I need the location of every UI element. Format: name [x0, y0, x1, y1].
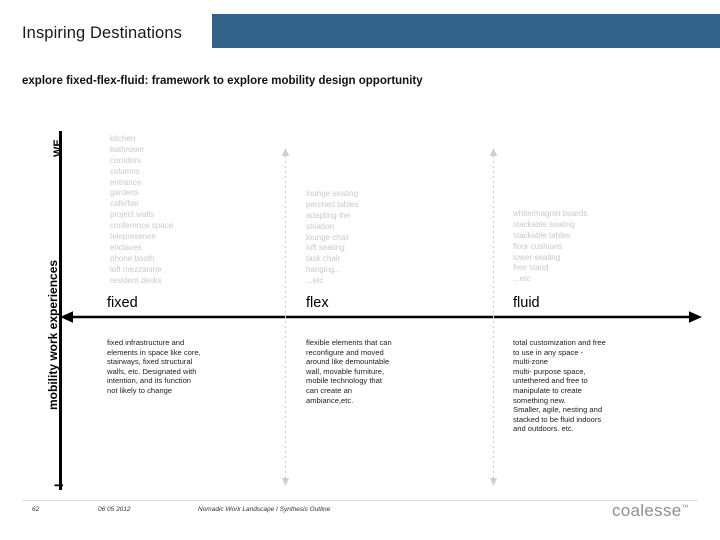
- category-heading-fixed: fixed: [107, 295, 138, 311]
- list-item: conference space: [110, 221, 174, 231]
- list-item: phone booth: [110, 253, 155, 263]
- list-item: task chair: [306, 254, 341, 264]
- page-title: Inspiring Destinations: [22, 24, 182, 42]
- category-heading-flex: flex: [306, 295, 329, 311]
- footer-divider: [22, 500, 698, 501]
- list-item: loft seating: [306, 243, 345, 253]
- y-axis-line: [59, 131, 62, 490]
- footer-document-name: Nomadic Work Landscape I Synthesis Outli…: [198, 506, 331, 513]
- description-flex: flexible elements that can reconfigure a…: [306, 338, 392, 405]
- column-divider-flex-fluid: [489, 148, 498, 486]
- y-axis-label: mobility work experiences: [46, 259, 60, 410]
- list-item: project walls: [110, 210, 155, 220]
- list-item: ...etc: [306, 276, 324, 286]
- list-item: gardens: [110, 188, 139, 198]
- y-axis-label-top: WE: [52, 139, 64, 157]
- footer-page-number: 62: [32, 506, 40, 513]
- logo-text: coalesse: [612, 501, 682, 520]
- list-item: loft mezzanine: [110, 264, 162, 274]
- list-item: resident desks: [110, 275, 162, 285]
- footer-date: 06 05 2012: [98, 506, 131, 513]
- x-axis-double-arrow-icon: [60, 310, 702, 324]
- list-item: lounge seating: [306, 189, 359, 198]
- list-item: lounge chair: [306, 232, 350, 242]
- list-item: perched tables: [306, 199, 359, 209]
- list-item: hanging...: [306, 265, 342, 275]
- list-item: stackable tables: [513, 230, 571, 240]
- list-item: ...etc: [513, 274, 531, 284]
- y-axis-label-bottom: I: [52, 483, 66, 487]
- list-item: white/magnet boards: [513, 209, 588, 218]
- item-list-fixed: kitchen bathroom corridors columns entra…: [110, 134, 173, 286]
- description-fluid: total customization and free to use in a…: [513, 338, 606, 434]
- slide-subtitle: explore fixed-flex-fluid: framework to e…: [22, 75, 423, 87]
- list-item: bathroom: [110, 144, 144, 154]
- list-item: kitchen: [110, 134, 136, 143]
- list-item: telepresence: [110, 232, 156, 242]
- list-item: lower seating: [513, 252, 561, 262]
- header-accent-bar: [212, 14, 720, 48]
- category-heading-fluid: fluid: [513, 295, 540, 311]
- list-item: adapting the: [306, 210, 351, 220]
- list-item: columns: [110, 166, 140, 176]
- list-item: free stand: [513, 263, 549, 273]
- list-item: striation: [306, 221, 335, 231]
- list-item: corridors: [110, 155, 142, 165]
- trademark-icon: ™: [681, 504, 689, 512]
- coalesse-logo: coalesse™: [612, 501, 689, 521]
- item-list-fluid: white/magnet boards stackable seating st…: [513, 209, 587, 285]
- list-item: enclaves: [110, 242, 142, 252]
- list-item: stackable seating: [513, 219, 575, 229]
- item-list-flex: lounge seating perched tables adapting t…: [306, 189, 358, 287]
- description-fixed: fixed infrastructure and elements in spa…: [107, 338, 201, 395]
- list-item: entrance: [110, 177, 142, 187]
- list-item: cafe/bar: [110, 199, 139, 209]
- column-divider-fixed-flex: [281, 148, 290, 486]
- list-item: floor cushions: [513, 241, 563, 251]
